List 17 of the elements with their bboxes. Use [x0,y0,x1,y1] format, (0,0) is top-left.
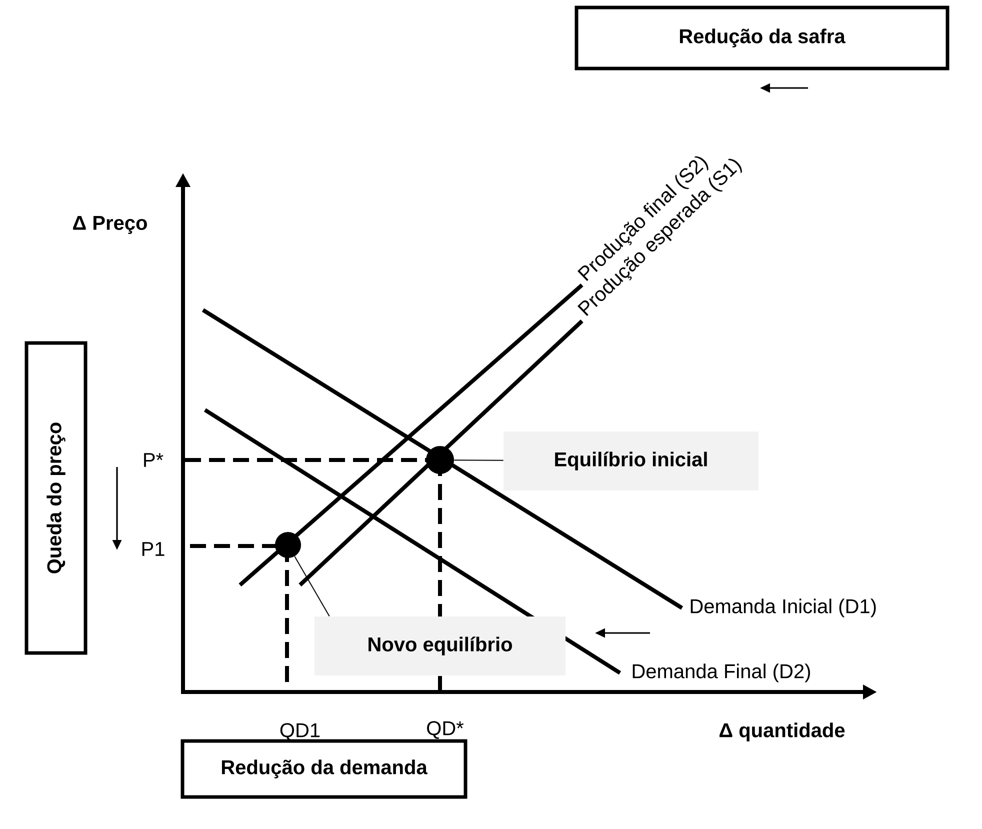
curve-label: Demanda Inicial (D1) [690,598,876,618]
leader-line [294,556,330,617]
tick-label: QD1 [280,723,320,741]
tick-label: QD* [427,721,464,739]
leader-line [454,460,504,461]
callout-box: Equilíbrio inicial [504,432,758,490]
text-box: Redução da safra [574,6,950,70]
curve-label: Demanda Final (D2) [632,664,810,682]
tick-label: P* [144,453,164,467]
axis-title: Δ Preço [73,216,147,234]
equilibrium-dot [275,532,301,558]
text-box: Redução da demanda [180,739,468,799]
callout-box: Novo equilíbrio [314,616,566,676]
text-box: Queda do preço [24,341,88,655]
equilibrium-dot [426,446,454,474]
axis-title: Δ quantidade [720,722,845,742]
tick-label: P1 [142,542,164,556]
